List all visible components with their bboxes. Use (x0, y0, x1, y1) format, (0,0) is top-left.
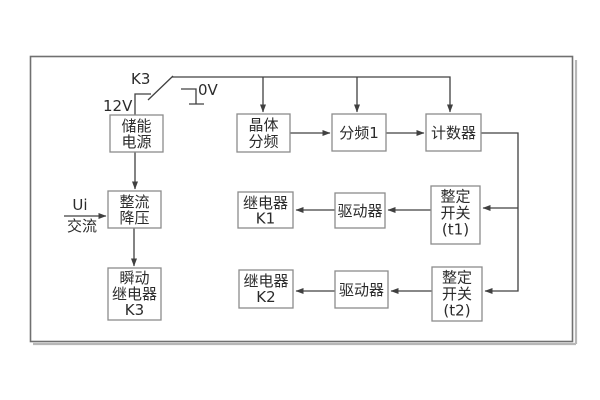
box-divider-1: 分频1 (331, 113, 387, 152)
box-driver-2: 驱动器 (334, 270, 389, 309)
box-crystal-divider-rect (236, 113, 291, 153)
box-relay-k1-rect (237, 191, 294, 229)
zero-volt-reference-icon (181, 88, 204, 105)
box-energy-storage-power-rect (109, 114, 164, 153)
box-label: K2 (256, 288, 275, 306)
box-label: 继电器 (243, 272, 288, 290)
box-label: 降压 (119, 209, 149, 227)
box-setting-switch-t2-rect (431, 266, 483, 322)
box-label: (t2) (443, 302, 470, 320)
box-label: 分频1 (339, 124, 379, 142)
box-counter-rect (425, 113, 482, 152)
counter-to-setting-switch-t2-wire (481, 132, 519, 294)
v12-label: 12V (103, 97, 133, 115)
box-label: K1 (256, 210, 275, 228)
box-driver-2-rect (334, 270, 389, 309)
box-label: 继电器 (112, 285, 157, 303)
box-label: 开关 (440, 204, 470, 222)
box-label: 整定 (442, 269, 472, 287)
box-crystal-divider: 晶体 分频 (236, 113, 291, 153)
box-label: 计数器 (431, 124, 476, 142)
box-label: 晶体 (248, 116, 278, 134)
top-trunk-to-counter-wire (172, 76, 453, 113)
box-counter: 计数器 (425, 113, 482, 152)
box-label: 驱动器 (337, 202, 382, 220)
box-label: 继电器 (243, 194, 288, 212)
box-setting-switch-t1: 整定 开关 (t1) (430, 185, 481, 245)
frame-shadow (33, 60, 578, 346)
ac-type-label: 交流 (67, 217, 97, 235)
box-label: 开关 (442, 285, 472, 303)
box-label: 储能 (121, 117, 151, 135)
box-label: K3 (125, 301, 144, 319)
box-label: 分频 (248, 133, 278, 151)
box-rectifier-stepdown-rect (107, 190, 162, 229)
box-label: 驱动器 (339, 281, 384, 299)
box-relay-k1: 继电器 K1 (237, 191, 294, 229)
box-divider-1-rect (331, 113, 387, 152)
k3-switch-blade-icon (147, 75, 174, 101)
k3-switch-label: K3 (131, 70, 150, 88)
box-label: 整定 (440, 188, 470, 206)
box-driver-1-rect (334, 192, 386, 229)
v0-label: 0V (198, 81, 219, 99)
ui-signal-label: Ui (72, 196, 87, 214)
box-label: 瞬动 (119, 269, 149, 287)
box-driver-1: 驱动器 (334, 192, 386, 229)
box-instant-relay-k3-rect (107, 267, 162, 321)
box-instant-relay-k3: 瞬动 继电器 K3 (107, 267, 162, 321)
diagram-frame (29, 55, 574, 343)
box-label: 整流 (119, 193, 149, 211)
box-setting-switch-t1-rect (430, 185, 481, 245)
box-energy-storage-power: 储能 电源 (109, 114, 164, 153)
box-relay-k2-rect (238, 269, 294, 309)
k3-switch-riser-wire (134, 93, 151, 115)
box-rectifier-stepdown: 整流 降压 (107, 190, 162, 229)
box-setting-switch-t2: 整定 开关 (t2) (431, 266, 483, 322)
box-label: (t1) (442, 221, 469, 239)
box-relay-k2: 继电器 K2 (238, 269, 294, 309)
box-label: 电源 (121, 133, 151, 151)
